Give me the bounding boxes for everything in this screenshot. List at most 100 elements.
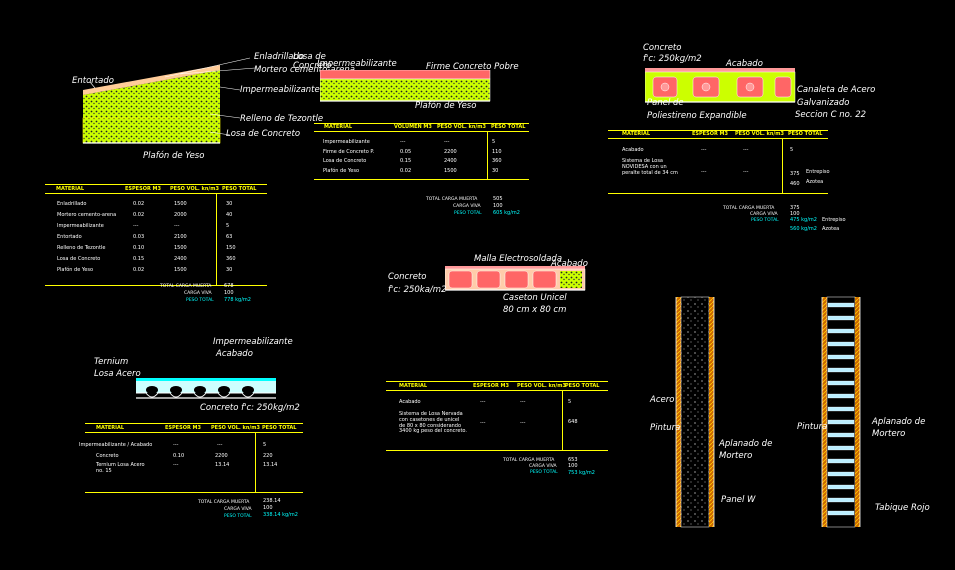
t5-r0-pesovol: --- [217, 442, 223, 448]
label-canaleta: Canaleta de Acero [797, 85, 876, 95]
label-galvanizado: Galvanizado [797, 98, 850, 108]
t1-r6-c0: Plafón de Yeso [57, 267, 94, 273]
t3-total-label-2: PESO TOTAL [751, 218, 779, 223]
t5-h-peso-vol: PESO VOL. kn/m3 [211, 425, 260, 431]
t6-total-label-2: PESO TOTAL [530, 470, 558, 475]
brick [827, 393, 855, 399]
t5-r0-total: 5 [263, 442, 267, 448]
t1-r5-c1: 0.15 [133, 256, 145, 262]
t2-r3-c0: Plafón de Yeso [323, 167, 360, 174]
t5-total-value-0: 238.14 [263, 498, 281, 504]
t1-r2-c0: Impermeabilizante [57, 223, 104, 229]
t6-h-espesor: ESPESOR M3 [473, 383, 509, 389]
t1-r0-c0: Enladrillado [57, 201, 87, 207]
t5-r0-espesor: --- [173, 442, 179, 448]
label-relleno-tezontle: Relleno de Tezontle [240, 114, 324, 124]
label-caseton: Caseton Unicel [503, 293, 567, 303]
t2-r2-c2: 2400 [444, 158, 457, 164]
t3-total-label-0: TOTAL CARGA MUERTA [723, 206, 775, 211]
t2-r1-c2: 2200 [444, 148, 457, 155]
t2-r1-c0: Firme de Concreto P. [323, 148, 375, 155]
label-plafon-2: Plafón de Yeso [415, 101, 477, 111]
t2-r1-c3: 110 [492, 148, 502, 155]
label-enladrillado: Enladrillado [254, 52, 305, 62]
t6-r0-espesor: --- [480, 399, 486, 405]
t1-h-espesor: ESPESOR M3 [125, 186, 161, 192]
t1-r1-c2: 2000 [174, 212, 187, 218]
t3-r1-material: Sistema de Losa NOVIDESA con un peralte … [622, 158, 678, 176]
label-losa-acero: Losa Acero [94, 369, 141, 379]
t5-r1-total: 220 [263, 453, 273, 459]
label-acabado-4: Acabado [551, 259, 588, 269]
t2-r0-c3: 5 [492, 139, 496, 145]
brick [827, 354, 855, 360]
label-panel-de: Panel de [647, 98, 684, 108]
t3-r1-espesor: --- [701, 169, 707, 175]
t3-total-note-2: Entrepiso [822, 217, 846, 223]
label-malla: Malla Electrosoldada [474, 254, 563, 264]
label-impermeabilizante: Impermeabilizante [240, 85, 320, 95]
brick [827, 315, 855, 321]
t5-total-value-2: 338.14 kg/m2 [263, 512, 298, 518]
t1-r1-c1: 0.02 [133, 212, 145, 218]
t3-h-espesor: ESPESOR M3 [692, 131, 728, 137]
label-ternium: Ternium [94, 357, 129, 367]
label-acero-7: Acero [650, 395, 675, 405]
brick [827, 302, 855, 308]
t6-r1-material: Sistema de Losa Nervada con casetones de… [399, 411, 467, 435]
t3-total-value-2: 475 kg/m2 [790, 217, 817, 223]
label-panel-w: Panel W [721, 495, 756, 505]
brick-wall-section [821, 296, 861, 528]
t1-r1-c3: 40 [226, 212, 233, 218]
t1-r6-c2: 1500 [174, 267, 187, 273]
concrete-slab [82, 117, 221, 144]
t2-h-peso-vol: PESO VOL. kn/m3 [437, 124, 486, 130]
t5-total-label-1: CARGA VIVA [224, 507, 252, 512]
label-fc-3: f'c: 250kg/m2 [643, 54, 702, 64]
t6-r1-espesor: --- [480, 420, 486, 426]
t1-r3-c2: 2100 [174, 234, 187, 240]
t2-total-value-0: 505 [493, 196, 503, 202]
label-concreto-5: Concreto f'c: 250kg/m2 [200, 403, 300, 413]
t1-total-value-1: 100 [224, 290, 234, 296]
t5-r1-pesovol: 2200 [215, 453, 228, 459]
t1-total-label-0: TOTAL CARGA MUERTA [160, 284, 212, 289]
t2-r0-c1: --- [400, 139, 406, 145]
t3-r0-pesovol: --- [743, 147, 749, 153]
t1-r0-c3: 30 [226, 201, 233, 207]
t6-h-peso-total: PESO TOTAL [565, 383, 600, 389]
t1-r5-c3: 360 [226, 256, 236, 262]
label-mortero: Mortero cemento-arena [254, 65, 355, 75]
brick [827, 367, 855, 373]
t1-r2-c2: --- [174, 223, 180, 229]
t1-r3-c0: Entortado [57, 234, 82, 240]
label-seccion: Seccion C no. 22 [795, 110, 867, 120]
t2-r1-c1: 0.05 [400, 148, 412, 155]
label-acabado-5: Acabado [216, 349, 253, 359]
novidesa-panel-section [645, 68, 796, 103]
brick [827, 406, 855, 412]
t5-r0-material: Impermeabilizante / Acabado [79, 442, 153, 448]
label-medida: 80 cm x 80 cm [503, 305, 567, 315]
t2-r0-c2: --- [444, 139, 450, 145]
t1-total-value-0: 678 [224, 283, 234, 289]
t2-r0-c0: Impermeabilizante [323, 139, 370, 145]
tezontle-fill [83, 70, 220, 118]
t5-h-espesor: ESPESOR M3 [165, 425, 201, 431]
t2-h-peso-total: PESO TOTAL [491, 124, 526, 130]
t5-r1-material: Concreto [96, 453, 119, 459]
t5-h-peso-total: PESO TOTAL [262, 425, 297, 431]
t6-r1-pesovol: --- [520, 420, 526, 426]
t3-r0-total: 5 [790, 147, 794, 153]
t2-h-material: MATERIAL [324, 124, 353, 130]
brick [827, 341, 855, 347]
t1-r0-c1: 0.02 [133, 201, 145, 207]
brick [827, 497, 855, 503]
brick [827, 471, 855, 477]
label-mortero-8: Mortero [872, 429, 906, 439]
t1-r4-c1: 0.10 [133, 245, 145, 251]
brick [827, 432, 855, 438]
panel-w-wall-section [675, 296, 715, 528]
t1-r4-c3: 150 [226, 245, 236, 251]
